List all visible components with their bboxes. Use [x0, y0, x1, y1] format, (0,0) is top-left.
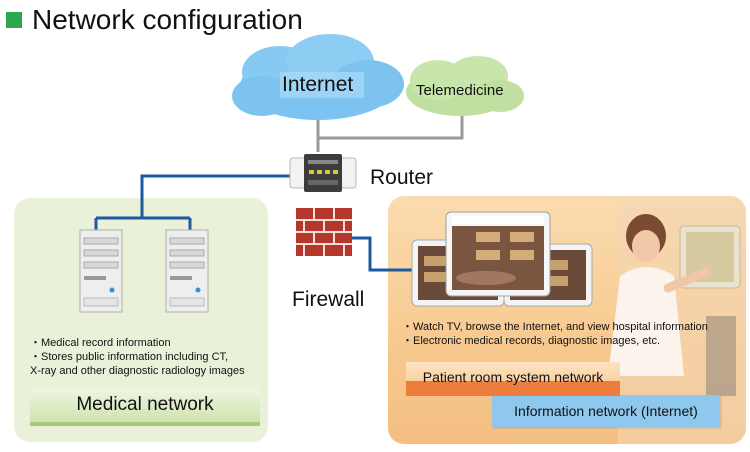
router-medical-link	[94, 174, 292, 232]
bedside-terminal-center	[445, 211, 551, 297]
firewall-patient-link	[352, 236, 420, 272]
router-icon	[289, 154, 357, 192]
telemedicine-label: Telemedicine	[416, 82, 504, 99]
title-marker	[6, 12, 22, 28]
information-network-label: Information network (Internet)	[492, 395, 720, 427]
page-title: Network configuration	[32, 4, 303, 35]
internet-label: Internet	[282, 73, 354, 96]
server-icon-1	[79, 229, 123, 313]
patient-bullet-2: ・Electronic medical records, diagnostic …	[402, 335, 660, 347]
telemedicine-link	[318, 112, 464, 140]
telemedicine-cloud	[406, 56, 524, 116]
internet-cloud	[232, 34, 404, 120]
medical-bullet-2: ・Stores public information including CT,	[30, 351, 229, 363]
patient-bullet-1: ・Watch TV, browse the Internet, and view…	[402, 321, 708, 333]
medical-bullet-3: X-ray and other diagnostic radiology ima…	[30, 365, 245, 377]
server-icon-2	[165, 229, 209, 313]
medical-network-label: Medical network	[30, 388, 260, 426]
medical-bullet-1: ・Medical record information	[30, 337, 171, 349]
patient-room-network-label: Patient room system network	[406, 362, 620, 396]
firewall-label: Firewall	[292, 288, 365, 311]
router-label: Router	[370, 166, 434, 189]
firewall-icon	[296, 208, 352, 256]
